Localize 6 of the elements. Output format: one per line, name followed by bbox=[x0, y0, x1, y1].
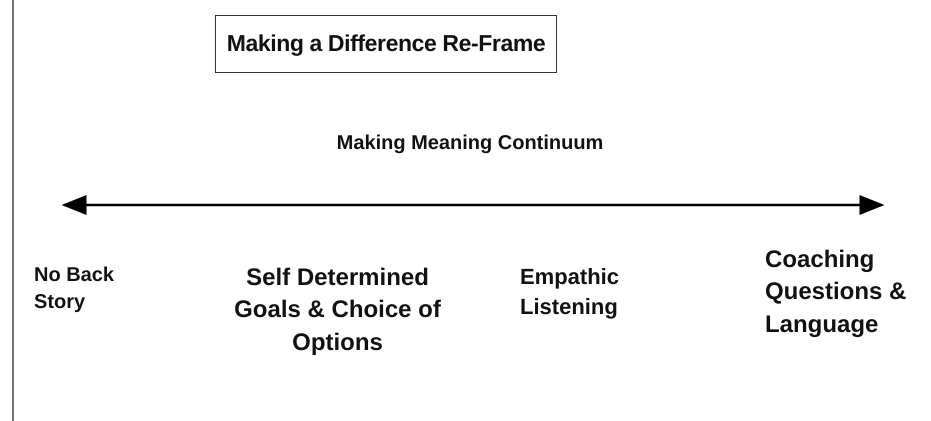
continuum-point-label: Coaching Questions & Language bbox=[765, 245, 908, 340]
continuum-point-label: Empathic Listening bbox=[520, 263, 620, 321]
continuum-heading: Making Meaning Continuum bbox=[336, 131, 604, 156]
continuum-point-label: Self Determined Goals & Choice of Options bbox=[233, 263, 442, 358]
title-box: Making a Difference Re-Frame bbox=[215, 15, 557, 73]
continuum-point-label: No Back Story bbox=[34, 263, 116, 315]
